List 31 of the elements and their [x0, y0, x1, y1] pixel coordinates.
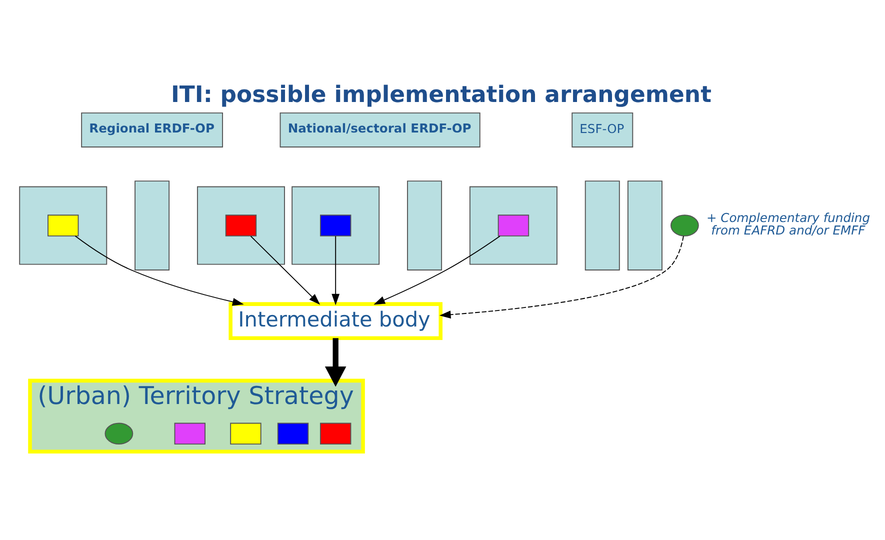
arrow	[250, 236, 320, 305]
node-circle	[104, 422, 134, 445]
arrow	[332, 236, 340, 306]
node-box	[277, 422, 309, 445]
arrow	[324, 338, 346, 387]
cluster	[292, 186, 380, 265]
node-box: National/sectoral ERDF-OP	[280, 112, 480, 148]
node-box	[230, 422, 262, 445]
cluster	[469, 186, 558, 265]
node-box: ESF-OP	[572, 112, 634, 148]
cluster: (Urban) Territory Strategy	[28, 378, 365, 454]
node-box	[498, 214, 530, 236]
node-box	[48, 214, 79, 236]
arrow	[439, 236, 684, 319]
cluster	[19, 186, 108, 265]
node-box: Intermediate body	[228, 302, 442, 340]
diagram-title: ITI: possible implementation arrangement	[170, 82, 712, 108]
node-box: Regional ERDF-OP	[81, 112, 223, 148]
node-bar	[407, 180, 442, 270]
node-bar	[584, 180, 620, 270]
cluster	[197, 186, 285, 265]
node-bar	[134, 180, 170, 270]
node-box	[320, 422, 352, 445]
node-label: + Complementary funding from EAFRD and/or EMFF	[706, 211, 870, 238]
node-box	[225, 214, 257, 236]
arrow	[74, 236, 244, 306]
node-circle	[670, 214, 699, 236]
arrow	[374, 236, 500, 305]
node-bar	[627, 180, 662, 270]
node-box	[174, 422, 206, 445]
node-box	[320, 214, 352, 236]
